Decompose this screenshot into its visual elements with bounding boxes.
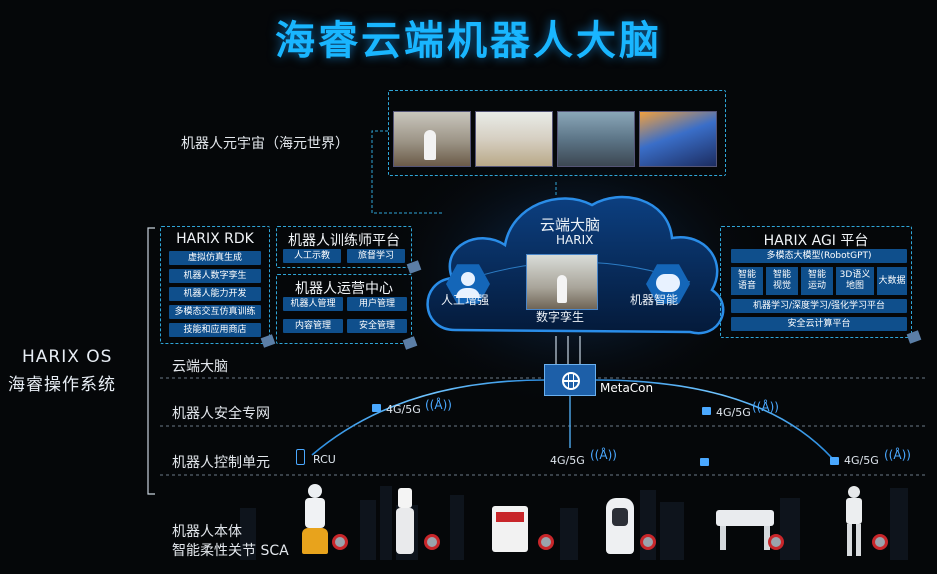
sca-joint-icon xyxy=(640,534,656,550)
phone-icon xyxy=(296,449,305,465)
network-right-label: 4G/5G xyxy=(716,406,751,419)
rdk-item: 多模态交互仿真训练 xyxy=(169,305,261,319)
machine-intelligence-label: 机器智能 xyxy=(630,291,678,308)
network-left-label: 4G/5G xyxy=(386,403,421,416)
digital-twin-label: 数字孪生 xyxy=(536,308,584,325)
lock-icon xyxy=(702,407,711,415)
control-right-label: 4G/5G xyxy=(844,454,879,467)
lock-icon xyxy=(830,457,839,465)
cloud-brain-title: 云端大脑 xyxy=(540,214,600,235)
cylinder-robot xyxy=(606,498,634,554)
metaverse-scene-stadium xyxy=(639,111,717,167)
agi-module: 智能 运动 xyxy=(801,267,833,295)
humanoid-service-robot xyxy=(302,484,328,556)
rcu-label: RCU xyxy=(313,453,336,466)
rdk-panel: HARIX RDK 虚拟仿真生成 机器人数字孪生 机器人能力开发 多模态交互仿真… xyxy=(160,226,270,344)
digital-twin-image xyxy=(526,254,598,310)
ops-item: 机器人管理 xyxy=(283,297,343,311)
robot-figure-icon xyxy=(557,275,567,303)
sca-joint-icon xyxy=(768,534,784,550)
signal-icon: ((Å)) xyxy=(590,448,617,462)
rdk-item: 机器人数字孪生 xyxy=(169,269,261,283)
rdk-item: 机器人能力开发 xyxy=(169,287,261,301)
trainer-item: 旅督学习 xyxy=(347,249,405,263)
metaverse-scene-room xyxy=(475,111,553,167)
agi-learning: 机器学习/深度学习/强化学习平台 xyxy=(731,299,907,313)
human-augment-label: 人工增强 xyxy=(441,291,489,308)
rdk-item: 虚拟仿真生成 xyxy=(169,251,261,265)
layer-sca-label: 智能柔性关节 SCA xyxy=(172,540,289,560)
ops-title: 机器人运营中心 xyxy=(277,278,411,298)
os-title: HARIX OS xyxy=(22,347,112,367)
humanoid-robot xyxy=(842,486,866,556)
metaverse-scene-warehouse xyxy=(557,111,635,167)
layer-cloud-label: 云端大脑 xyxy=(172,356,228,376)
layer-network-label: 机器人安全专网 xyxy=(172,403,270,423)
trainer-panel: 机器人训练师平台 人工示教 旅督学习 xyxy=(276,226,412,268)
sca-joint-icon xyxy=(424,534,440,550)
ops-panel: 机器人运营中心 机器人管理 用户管理 内容管理 安全管理 xyxy=(276,274,412,344)
sca-joint-icon xyxy=(872,534,888,550)
delivery-cart-robot xyxy=(492,506,528,552)
control-mid-label: 4G/5G xyxy=(550,454,585,467)
reception-robot xyxy=(394,488,416,554)
cloud-brain-subtitle: HARIX xyxy=(556,233,593,247)
layer-body-label: 机器人本体 xyxy=(172,521,242,541)
quadruped-robot xyxy=(716,500,774,552)
trainer-title: 机器人训练师平台 xyxy=(277,230,411,250)
sca-joint-icon xyxy=(332,534,348,550)
agi-module: 智能 视觉 xyxy=(766,267,798,295)
signal-icon: ((Å)) xyxy=(425,398,452,412)
metacon-label: MetaCon xyxy=(600,381,653,395)
robot-figure-icon xyxy=(424,130,436,160)
rdk-title: HARIX RDK xyxy=(161,231,269,247)
metaverse-scene-office xyxy=(393,111,471,167)
signal-icon: ((Å)) xyxy=(884,448,911,462)
metacon-node xyxy=(544,364,596,396)
agi-panel: HARIX AGI 平台 多模态大模型(RobotGPT) 智能 语音 智能 视… xyxy=(720,226,912,338)
agi-model: 多模态大模型(RobotGPT) xyxy=(731,249,907,263)
agi-module: 大数据 xyxy=(877,267,907,295)
agi-module: 智能 语音 xyxy=(731,267,763,295)
layer-control-label: 机器人控制单元 xyxy=(172,452,270,472)
ops-item: 内容管理 xyxy=(283,319,343,333)
agi-title: HARIX AGI 平台 xyxy=(721,230,911,250)
agi-module: 3D语义 地图 xyxy=(836,267,874,295)
agi-secure: 安全云计算平台 xyxy=(731,317,907,331)
metaverse-panel xyxy=(388,90,726,176)
rdk-item: 技能和应用商店 xyxy=(169,323,261,337)
os-subtitle: 海睿操作系统 xyxy=(8,370,116,395)
main-title: 海睿云端机器人大脑 xyxy=(0,8,937,66)
lock-icon xyxy=(372,404,381,412)
ops-item: 用户管理 xyxy=(347,297,407,311)
sca-joint-icon xyxy=(538,534,554,550)
signal-icon: ((Å)) xyxy=(752,400,779,414)
globe-icon xyxy=(562,372,580,390)
metaverse-label: 机器人元宇宙（海元世界） xyxy=(181,133,349,153)
lock-icon xyxy=(700,458,709,466)
trainer-item: 人工示教 xyxy=(283,249,341,263)
ops-item: 安全管理 xyxy=(347,319,407,333)
